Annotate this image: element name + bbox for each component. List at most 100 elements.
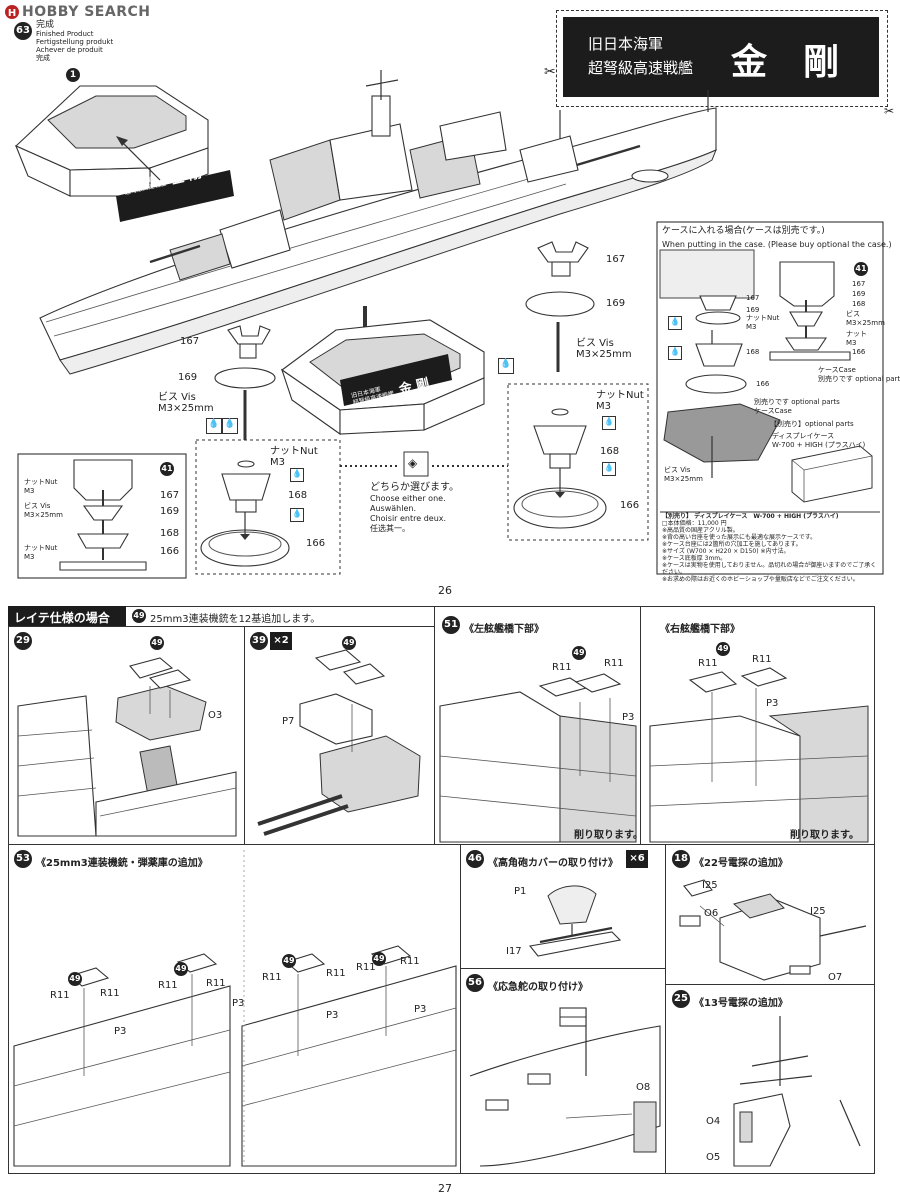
panel-51-note: 削り取ります。 [574,830,643,841]
case-label-166: 166 [852,348,866,356]
panel-51-title: 《左舷艦橋下部》 [464,624,544,635]
display-stand-top [14,85,209,197]
panel-18-i25-a: I25 [702,880,718,891]
page-number-27: 27 [438,1182,452,1195]
panel-56-drawing [469,1007,661,1167]
panel-29-marker-49: 49 [150,636,164,650]
step-63-badge: 63 [14,22,32,40]
stand-nameplate [116,170,234,222]
page-27-drawings [13,649,869,1167]
panel-46-p1: P1 [514,886,527,897]
left-inset-169: 169 [160,506,180,517]
panel-53-49-d: 49 [372,952,386,966]
right-part-nut: ナットNut M3 [596,390,644,412]
left-pedestal-assembly [195,325,341,575]
case-label-nut: ナット M3 [846,330,867,347]
panel-46-i17: I17 [506,946,522,957]
case-label-nutb: ナットNut M3 [746,314,780,331]
finished-line-2: Fertigstellung produkt [36,38,114,46]
stand-marker-1: 1 [66,68,80,82]
leyte-title: レイテ仕様の場合 [14,611,110,625]
left-part-screw: ビス Vis M3×25mm [158,392,214,414]
cement-icon-right-168: 💧 [602,462,616,476]
case-note-2: ※高品質の国産アクリル製。 [662,527,739,534]
left-inset-166: 166 [160,546,180,557]
step-46-mult: ×6 [626,850,648,868]
panel-right-r11-b: R11 [752,654,772,665]
panel-25-title: 《13号電探の追加》 [694,998,788,1009]
panel-25-o4: O4 [706,1116,721,1127]
leyte-text: 25mm3連装機銃を12基追加します。 [150,614,321,625]
panel-53-49-b: 49 [174,962,188,976]
case-label-case: ケースCase 別売りです optional parts [818,366,900,383]
case-marker-41: 41 [854,262,868,276]
title-cutout-frame [556,10,888,107]
panel-53-p3-b: P3 [232,998,245,1009]
logo-text: HOBBY SEARCH [22,4,151,20]
right-part-166: 166 [620,500,640,511]
case-label-screwb: ビス Vis M3×25mm [664,466,703,483]
case-label-167b: 167 [746,294,760,302]
panel-53-49-a: 49 [68,972,82,986]
case-cement-icon-2: 💧 [668,346,682,360]
leyte-marker-49: 49 [132,609,146,623]
svg-text:H: H [8,8,16,19]
step-18-badge: 18 [672,850,690,868]
panel-right-marker-49: 49 [716,642,730,656]
left-part-167: 167 [180,336,200,347]
step-29-badge: 29 [14,632,32,650]
scissors-icon-2: ✂ [884,104,895,118]
display-stand-middle [280,319,485,436]
case-note-6: ※ケース底板厚 3mm。 [662,555,727,562]
case-note-7: ※ケースは実物を使用しておりません。品切れの場合が御座いますのでご了承ください。 [662,562,877,576]
case-opt-name-2: W-700 + HIGH (プラスハイ) [772,441,866,449]
panel-51-r11-a: R11 [552,662,572,673]
title-sub-2: 超弩級高速戦艦 [588,59,694,77]
case-label-caseb: 別売りです optional parts ケースCase [754,398,840,415]
case-cement-icon-1: 💧 [668,316,682,330]
cement-icon-left: 💧 [206,418,222,434]
panel-53-r11-d: R11 [206,978,226,989]
panel-53-r11-g: R11 [356,962,376,973]
case-label-166b: 166 [756,380,770,388]
choose-de: Auswählen. [370,504,416,513]
panel-39-marker-49: 49 [342,636,356,650]
case-head-jp: ケースに入れる場合(ケースは別売です。) [662,226,825,236]
panel-18-drawing [679,879,867,981]
left-inset-marker-41: 41 [160,462,174,476]
case-label-screw: ビス M3×25mm [846,310,885,327]
finished-ship-illustration [14,70,884,579]
left-inset-nut-2: ナットNut M3 [24,544,58,561]
panel-right-bridge-drawing [649,667,869,843]
panel-29-label-o3: O3 [208,710,223,721]
panel-51-marker-49: 49 [572,646,586,660]
left-inset-nut: ナットNut M3 [24,478,58,495]
case-label-167: 167 [852,280,866,288]
panel-51-drawing [439,673,637,843]
title-sub-1: 旧日本海軍 [588,35,664,53]
panel-53-drawing [13,850,457,1167]
panel-18-i25-b: I25 [810,906,826,917]
title-main: 金 剛 [731,41,840,83]
choose-cn: 任选其一。 [370,524,410,533]
panel-25-o5: O5 [706,1152,721,1163]
scissors-icon: ✂ [544,64,556,80]
cement-icon-right-nut: 💧 [602,416,616,430]
step-51-badge: 51 [442,616,460,634]
panel-53-r11-a: R11 [50,990,70,1001]
case-label-169: 169 [852,290,866,298]
panel-56-o8: O8 [636,1082,651,1093]
panel-right-bridge-title: 《右舷艦橋下部》 [660,624,740,635]
choose-en: Choose either one. [370,494,446,503]
panel-56-title: 《応急舵の取り付け》 [488,982,588,993]
case-opt-name-1: ディスプレイケース [772,432,835,440]
choose-jp: どちらか選びます。 [370,482,459,493]
panel-53-p3-d: P3 [414,1004,427,1015]
panel-39-label-p7: P7 [282,716,295,727]
choose-either-caption: どちらか選びます。 Choose either one. Auswählen. … [370,482,459,534]
panel-right-p3: P3 [766,698,779,709]
finished-line-1: Finished Product [36,30,94,38]
page-26: H HOBBY SEARCH 63 完成 Finished Product Fe… [5,4,900,597]
leyte-header [8,606,126,626]
step-25-badge: 25 [672,990,690,1008]
